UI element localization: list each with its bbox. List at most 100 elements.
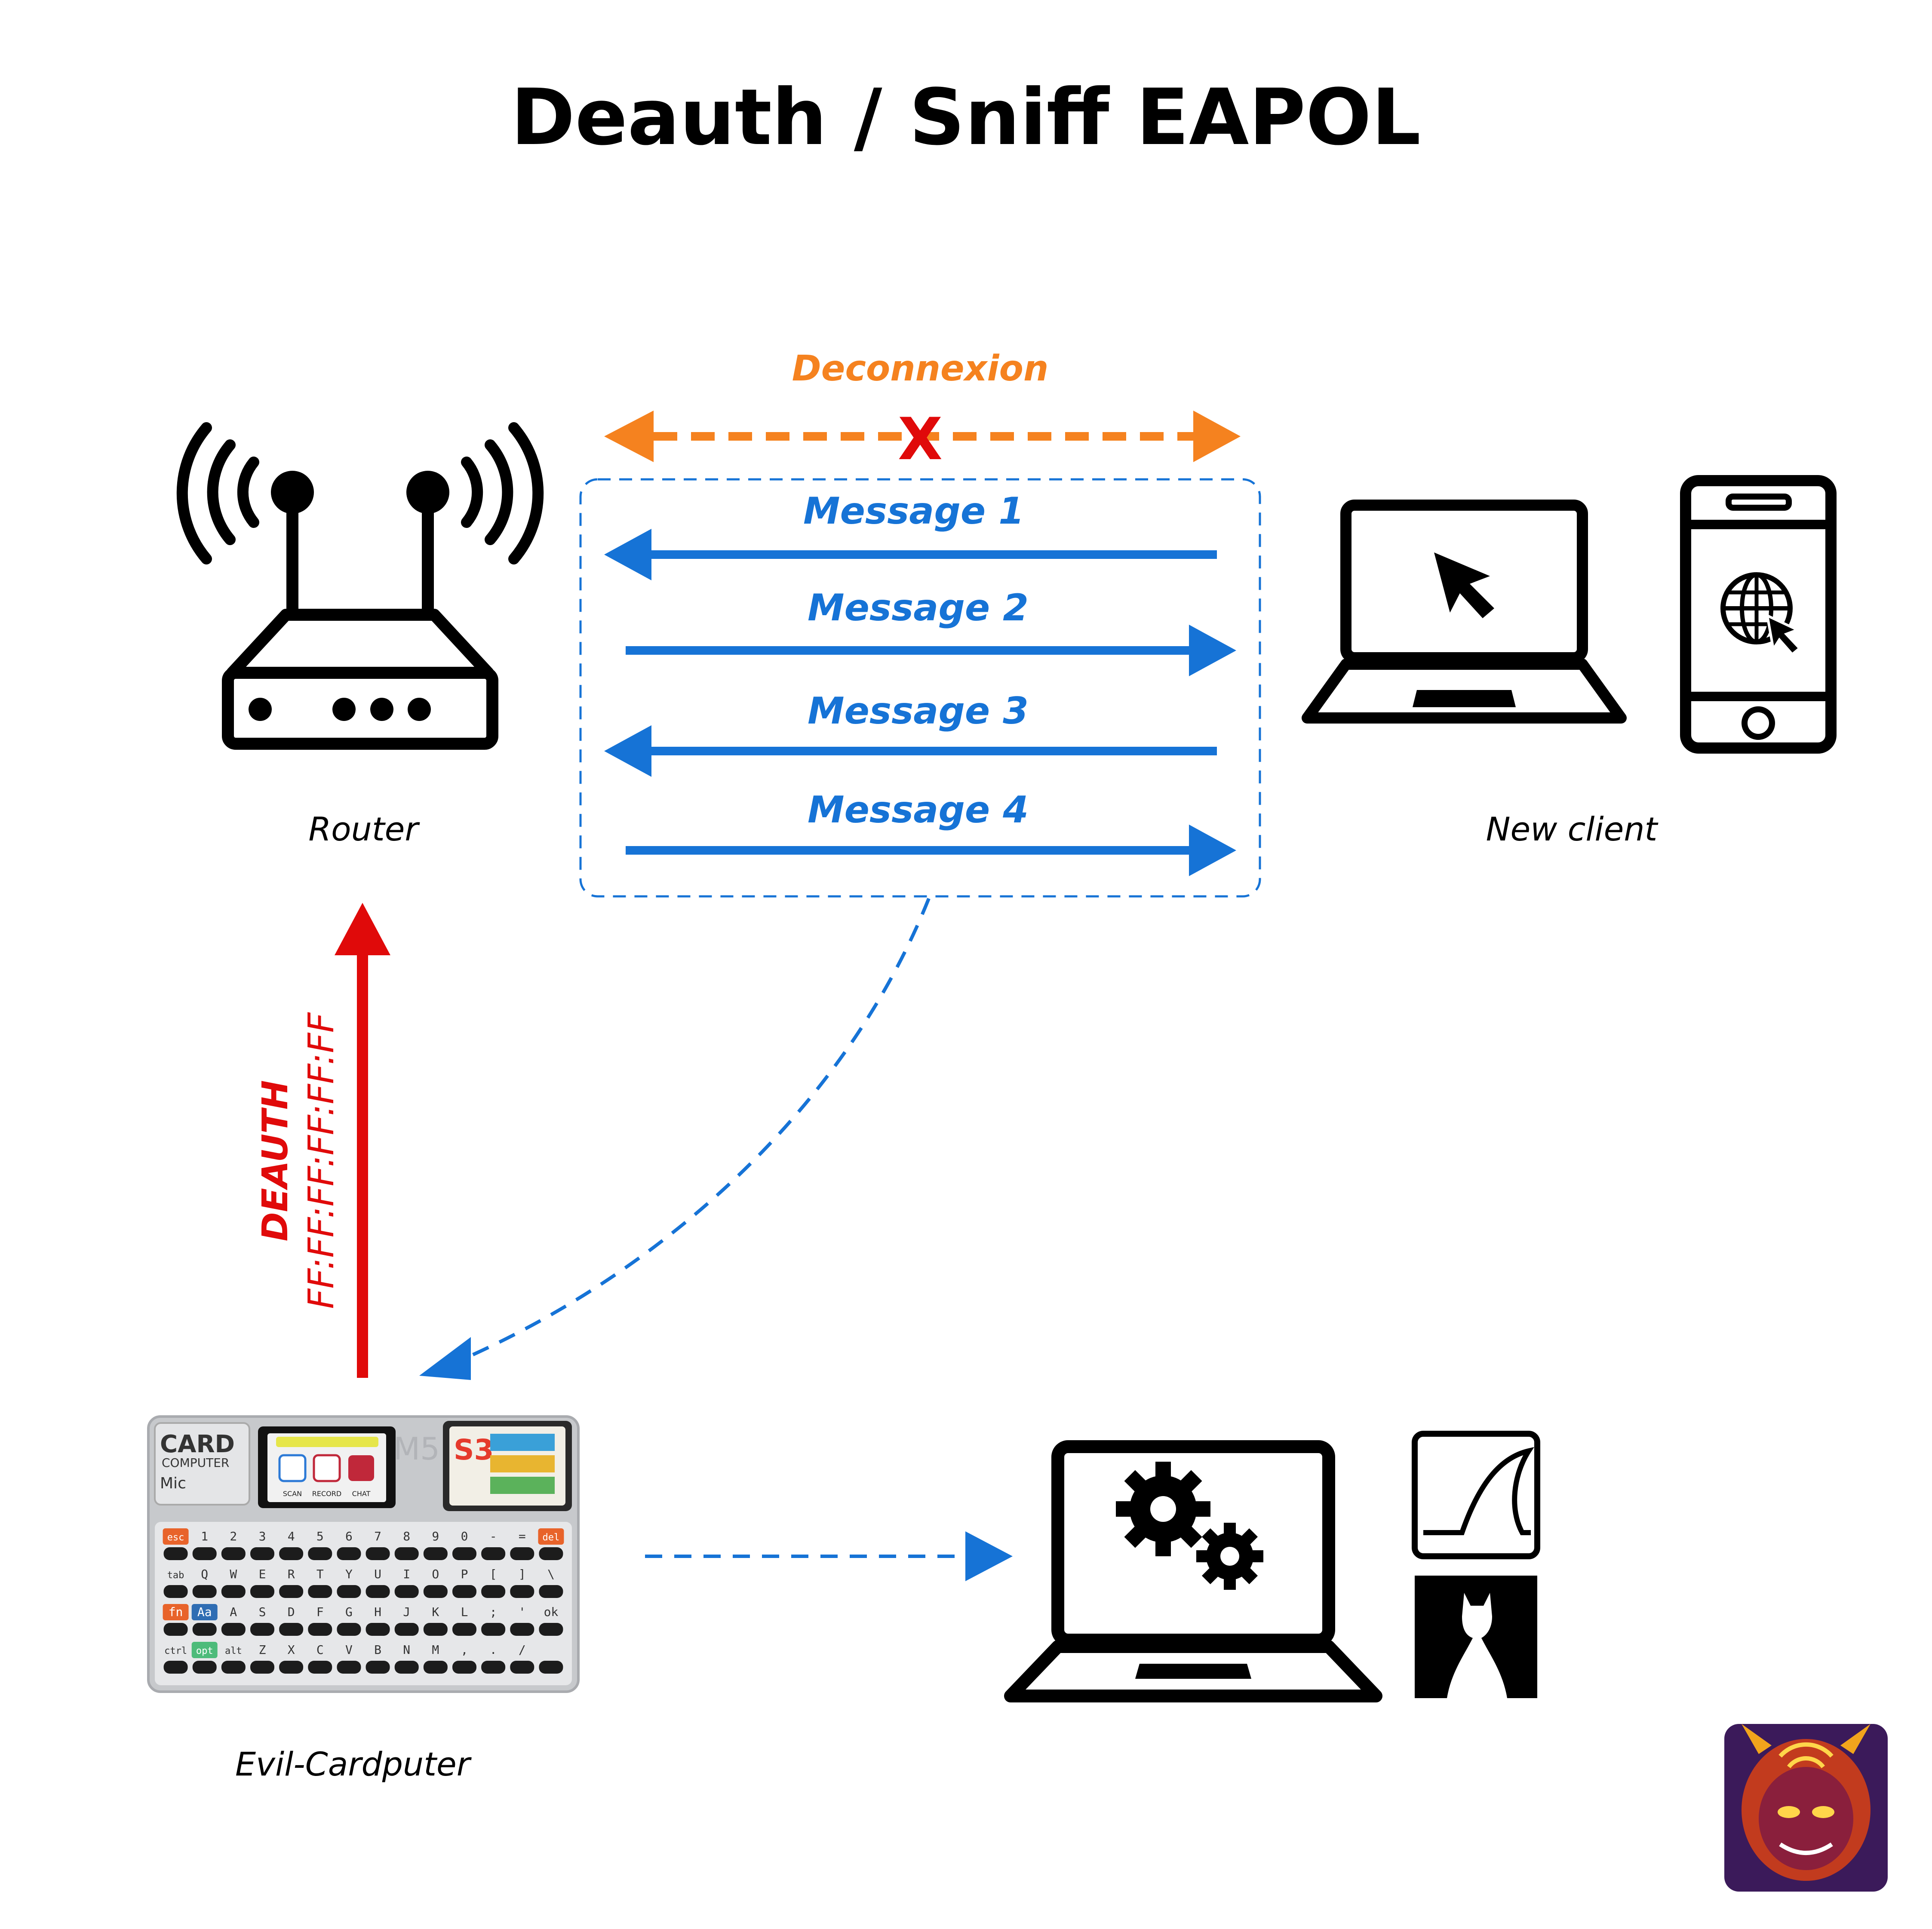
keyboard-key bbox=[192, 1585, 217, 1598]
device-module-text: S3 bbox=[454, 1433, 494, 1466]
keyboard-key-label: X bbox=[288, 1643, 295, 1657]
keyboard-key-label: M bbox=[432, 1643, 439, 1657]
keyboard-key-highlight bbox=[163, 1528, 189, 1545]
keyboard-key-label: 9 bbox=[432, 1529, 439, 1543]
keyboard-key bbox=[221, 1661, 246, 1674]
handshake-box bbox=[579, 478, 1261, 898]
keyboard-key bbox=[394, 1623, 419, 1636]
demon-logo-icon bbox=[1724, 1724, 1888, 1892]
keyboard-key-label: Aa bbox=[197, 1605, 212, 1619]
keyboard-key bbox=[366, 1623, 390, 1636]
keyboard-key-label: - bbox=[490, 1529, 497, 1543]
laptop-gears-icon bbox=[1004, 1440, 1382, 1702]
keyboard-key bbox=[452, 1547, 476, 1560]
keyboard-key-label: ; bbox=[490, 1605, 497, 1619]
keyboard-key-label: S bbox=[259, 1605, 266, 1619]
device-mic-text: Mic bbox=[160, 1475, 186, 1492]
router-icon bbox=[176, 422, 544, 750]
keyboard-key-label: del bbox=[543, 1532, 560, 1543]
message-1-label: Message 1 bbox=[803, 490, 1024, 533]
message-3-arrow bbox=[604, 725, 1217, 777]
keyboard-key bbox=[250, 1585, 274, 1598]
keyboard-key bbox=[510, 1585, 534, 1598]
keyboard-key bbox=[192, 1661, 217, 1674]
keyboard-key-label: R bbox=[288, 1567, 295, 1581]
keyboard-key-label: fn bbox=[169, 1605, 183, 1619]
keyboard-key bbox=[394, 1585, 419, 1598]
keyboard-key-highlight bbox=[538, 1528, 564, 1545]
keyboard-key-label: ' bbox=[519, 1605, 526, 1619]
keyboard-key-highlight bbox=[163, 1604, 189, 1620]
keyboard-key bbox=[308, 1661, 332, 1674]
keyboard-key-label: 2 bbox=[230, 1529, 237, 1543]
keyboard-key-label: P bbox=[461, 1567, 468, 1581]
keyboard-key bbox=[539, 1661, 563, 1674]
keyboard-key bbox=[481, 1547, 506, 1560]
keyboard-key-highlight bbox=[191, 1604, 218, 1620]
keyboard-key-label: C bbox=[316, 1643, 324, 1657]
message-4-arrow bbox=[626, 825, 1236, 876]
keyboard-key bbox=[163, 1585, 188, 1598]
keyboard-key bbox=[337, 1585, 361, 1598]
evil-cardputer-label: Evil-Cardputer bbox=[235, 1745, 472, 1783]
keyboard-key bbox=[481, 1585, 506, 1598]
keyboard-key-label: F bbox=[316, 1605, 324, 1619]
keyboard-key bbox=[221, 1623, 246, 1636]
keyboard-key bbox=[423, 1547, 448, 1560]
keyboard-key-label: Q bbox=[201, 1567, 208, 1581]
keyboard-key bbox=[510, 1623, 534, 1636]
keyboard-key-label: T bbox=[316, 1567, 324, 1581]
keyboard-key bbox=[481, 1661, 506, 1674]
keyboard-key-label: [ bbox=[490, 1567, 497, 1581]
keyboard-key-label: V bbox=[345, 1643, 353, 1657]
keyboard-key bbox=[308, 1585, 332, 1598]
keyboard-key bbox=[163, 1623, 188, 1636]
keyboard-key bbox=[250, 1547, 274, 1560]
device-app-scan: SCAN bbox=[283, 1490, 302, 1498]
message-2-label: Message 2 bbox=[808, 586, 1029, 629]
keyboard-key-label: J bbox=[403, 1605, 410, 1619]
keyboard-key-label: 5 bbox=[316, 1529, 324, 1543]
keyboard-key bbox=[366, 1585, 390, 1598]
keyboard-key bbox=[308, 1547, 332, 1560]
device-sub-text: COMPUTER bbox=[162, 1456, 229, 1470]
keyboard-key-label: 0 bbox=[461, 1529, 468, 1543]
message-3-label: Message 3 bbox=[808, 690, 1029, 733]
keyboard-key bbox=[250, 1661, 274, 1674]
keyboard-key-label: ctrl bbox=[164, 1646, 187, 1656]
message-4-label: Message 4 bbox=[808, 788, 1029, 831]
keyboard-key bbox=[279, 1623, 304, 1636]
keyboard-key bbox=[308, 1623, 332, 1636]
device-m5-logo: M5 bbox=[393, 1431, 440, 1467]
keyboard-key bbox=[163, 1547, 188, 1560]
keyboard-key-label: O bbox=[432, 1567, 439, 1581]
deconnexion-label: Deconnexion bbox=[792, 348, 1049, 389]
keyboard-key-label: D bbox=[288, 1605, 295, 1619]
keyboard-key bbox=[221, 1585, 246, 1598]
keyboard-key-label: U bbox=[374, 1567, 381, 1581]
keyboard-key bbox=[481, 1623, 506, 1636]
keyboard-key-label: B bbox=[374, 1643, 381, 1657]
transfer-arrow bbox=[645, 1531, 1013, 1581]
message-2-arrow bbox=[626, 625, 1236, 676]
keyboard-key-label: G bbox=[345, 1605, 353, 1619]
deauth-arrow bbox=[335, 903, 390, 1378]
keyboard-key bbox=[539, 1623, 563, 1636]
keyboard-key-label: . bbox=[490, 1643, 497, 1657]
evil-cardputer-device: CARD COMPUTER Mic SCAN RECORD CHAT M5 S3… bbox=[147, 1415, 580, 1693]
keyboard-key bbox=[279, 1547, 304, 1560]
keyboard-key-label: esc bbox=[167, 1532, 184, 1543]
keyboard-key-label: A bbox=[230, 1605, 237, 1619]
keyboard-key-label: 7 bbox=[374, 1529, 381, 1543]
keyboard-key-label: / bbox=[519, 1643, 526, 1657]
keyboard-key-label: 8 bbox=[403, 1529, 410, 1543]
cat-icon bbox=[1415, 1576, 1537, 1698]
deauth-target-mac: FF:FF:FF:FF:FF:FF bbox=[301, 1012, 342, 1309]
keyboard-key bbox=[192, 1547, 217, 1560]
keyboard-key-label: W bbox=[230, 1567, 237, 1581]
router-label: Router bbox=[308, 810, 420, 848]
keyboard-key bbox=[279, 1585, 304, 1598]
keyboard-key bbox=[337, 1661, 361, 1674]
device-app-chat: CHAT bbox=[352, 1490, 371, 1498]
